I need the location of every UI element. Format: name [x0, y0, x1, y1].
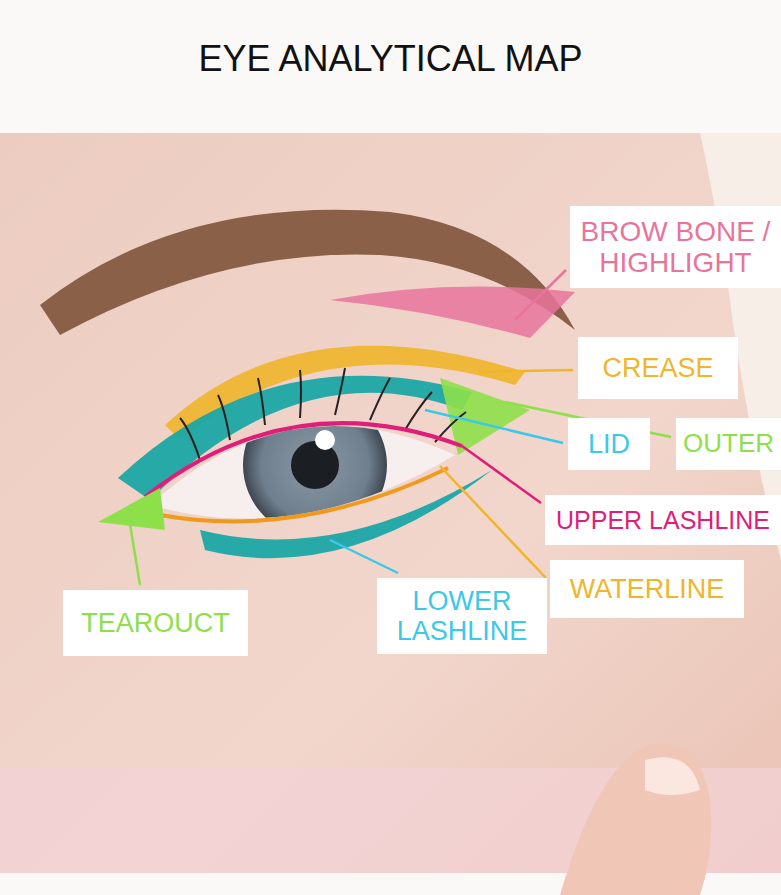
label-box: LOWER LASHLINE [377, 578, 547, 654]
tearduct-region [98, 488, 165, 530]
lower-lashline-region [200, 470, 492, 558]
upper-lashline-mark [145, 423, 462, 497]
label-box: UPPER LASHLINE [545, 495, 781, 545]
label-box: OUTER [676, 418, 781, 470]
label-box: WATERLINE [550, 560, 744, 618]
part-name: TEAROUCT [81, 608, 230, 638]
page-title: EYE ANALYTICAL MAP [0, 38, 781, 80]
part-name: OUTER [683, 429, 774, 458]
label-box: BROW BONE / HIGHLIGHT [570, 206, 781, 288]
label-box: CREASE [578, 337, 738, 399]
part-name: WATERLINE [570, 574, 725, 604]
fingernail [645, 757, 700, 795]
lashes [180, 368, 466, 460]
skin [0, 133, 781, 873]
eye-glint [315, 430, 335, 450]
finger [560, 744, 711, 895]
label-box: LID [568, 418, 650, 470]
brow-bone-region [330, 287, 575, 338]
pupil [291, 441, 339, 489]
part-name: LOWER LASHLINE [387, 586, 537, 646]
label-box: TEAROUCT [63, 590, 248, 656]
part-name: CREASE [602, 353, 713, 383]
part-name: BROW BONE / HIGHLIGHT [576, 216, 776, 279]
waterline-mark [160, 468, 448, 521]
part-name: UPPER LASHLINE [556, 506, 770, 534]
part-name: LID [588, 429, 630, 459]
